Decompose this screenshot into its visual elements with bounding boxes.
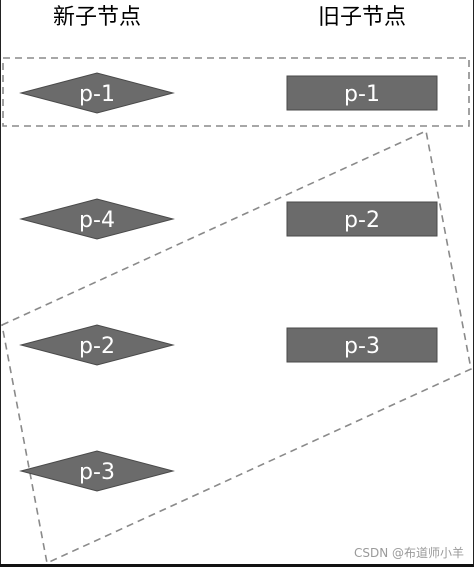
old-node-p-3: p-3 [286,327,438,363]
header-old-children: 旧子节点 [318,5,406,30]
diamond-shape [19,450,175,492]
watermark: CSDN @布道师小羊 [351,544,466,561]
old-children-column: p-1 p-2 p-3 [286,75,438,363]
node-label: p-3 [344,334,380,359]
node-label: p-1 [344,82,380,107]
bottom-border [0,564,474,567]
new-node-p-2: p-2 [19,324,175,366]
new-children-column: p-1 p-4 p-2 p-3 [19,72,175,492]
new-node-p-3: p-3 [19,450,175,492]
group-middle [1,129,472,565]
group-same-start [2,57,470,127]
diamond-shape [19,198,175,240]
rect-shape [286,201,438,237]
diamond-shape [19,324,175,366]
node-label: p-2 [79,334,115,359]
new-node-p-4: p-4 [19,198,175,240]
node-label: p-2 [344,208,380,233]
node-label: p-1 [79,82,115,107]
rect-shape [286,327,438,363]
old-node-p-1: p-1 [286,75,438,111]
new-node-p-1: p-1 [19,72,175,114]
header-new-children: 新子节点 [53,5,141,30]
rect-shape [286,75,438,111]
diamond-shape [19,72,175,114]
node-label: p-4 [79,208,115,233]
left-border [0,0,1,567]
old-node-p-2: p-2 [286,201,438,237]
node-label: p-3 [79,460,115,485]
